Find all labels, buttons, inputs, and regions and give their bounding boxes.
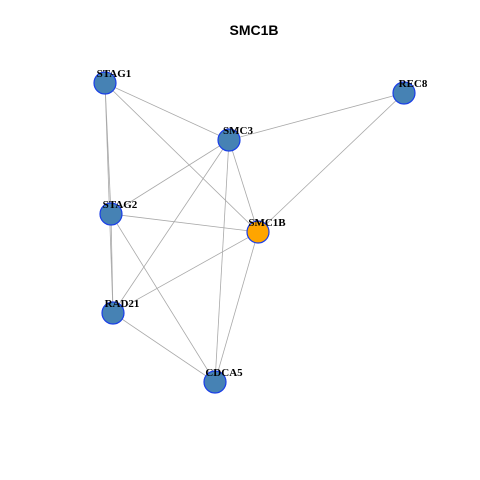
edge-smc3-stag2 (110, 139, 230, 215)
node-label-rec8: REC8 (399, 78, 428, 90)
edge-rad21-cdca5 (112, 312, 216, 383)
node-rec8[interactable] (392, 81, 416, 105)
edge-stag1-smc1b (104, 82, 259, 233)
node-label-stag2: STAG2 (103, 199, 138, 211)
node-rad21[interactable] (101, 301, 125, 325)
edge-stag2-cdca5 (110, 213, 216, 383)
node-label-stag1: STAG1 (97, 68, 132, 80)
node-layer (93, 71, 416, 394)
node-smc3[interactable] (217, 128, 241, 152)
edge-smc3-smc1b (228, 139, 259, 233)
node-label-cdca5: CDCA5 (205, 367, 243, 379)
edge-layer (104, 82, 405, 383)
edge-rec8-smc1b (257, 92, 405, 233)
graph-title: SMC1B (229, 22, 278, 38)
node-stag2[interactable] (99, 202, 123, 226)
edge-smc3-rad21 (112, 139, 230, 314)
edge-stag2-smc1b (110, 213, 259, 233)
edge-stag2-rad21 (110, 213, 114, 314)
edge-stag1-smc3 (104, 82, 230, 141)
edge-smc1b-cdca5 (214, 231, 259, 383)
edge-smc3-cdca5 (214, 139, 230, 383)
node-label-smc3: SMC3 (223, 125, 253, 137)
edge-smc1b-rad21 (112, 231, 259, 314)
edge-rec8-smc3 (228, 92, 405, 141)
node-label-smc1b: SMC1B (248, 217, 286, 229)
edge-stag1-rad21 (104, 82, 114, 314)
node-smc1b[interactable] (246, 220, 270, 244)
node-stag1[interactable] (93, 71, 117, 95)
node-cdca5[interactable] (203, 370, 227, 394)
node-label-rad21: RAD21 (105, 298, 140, 310)
